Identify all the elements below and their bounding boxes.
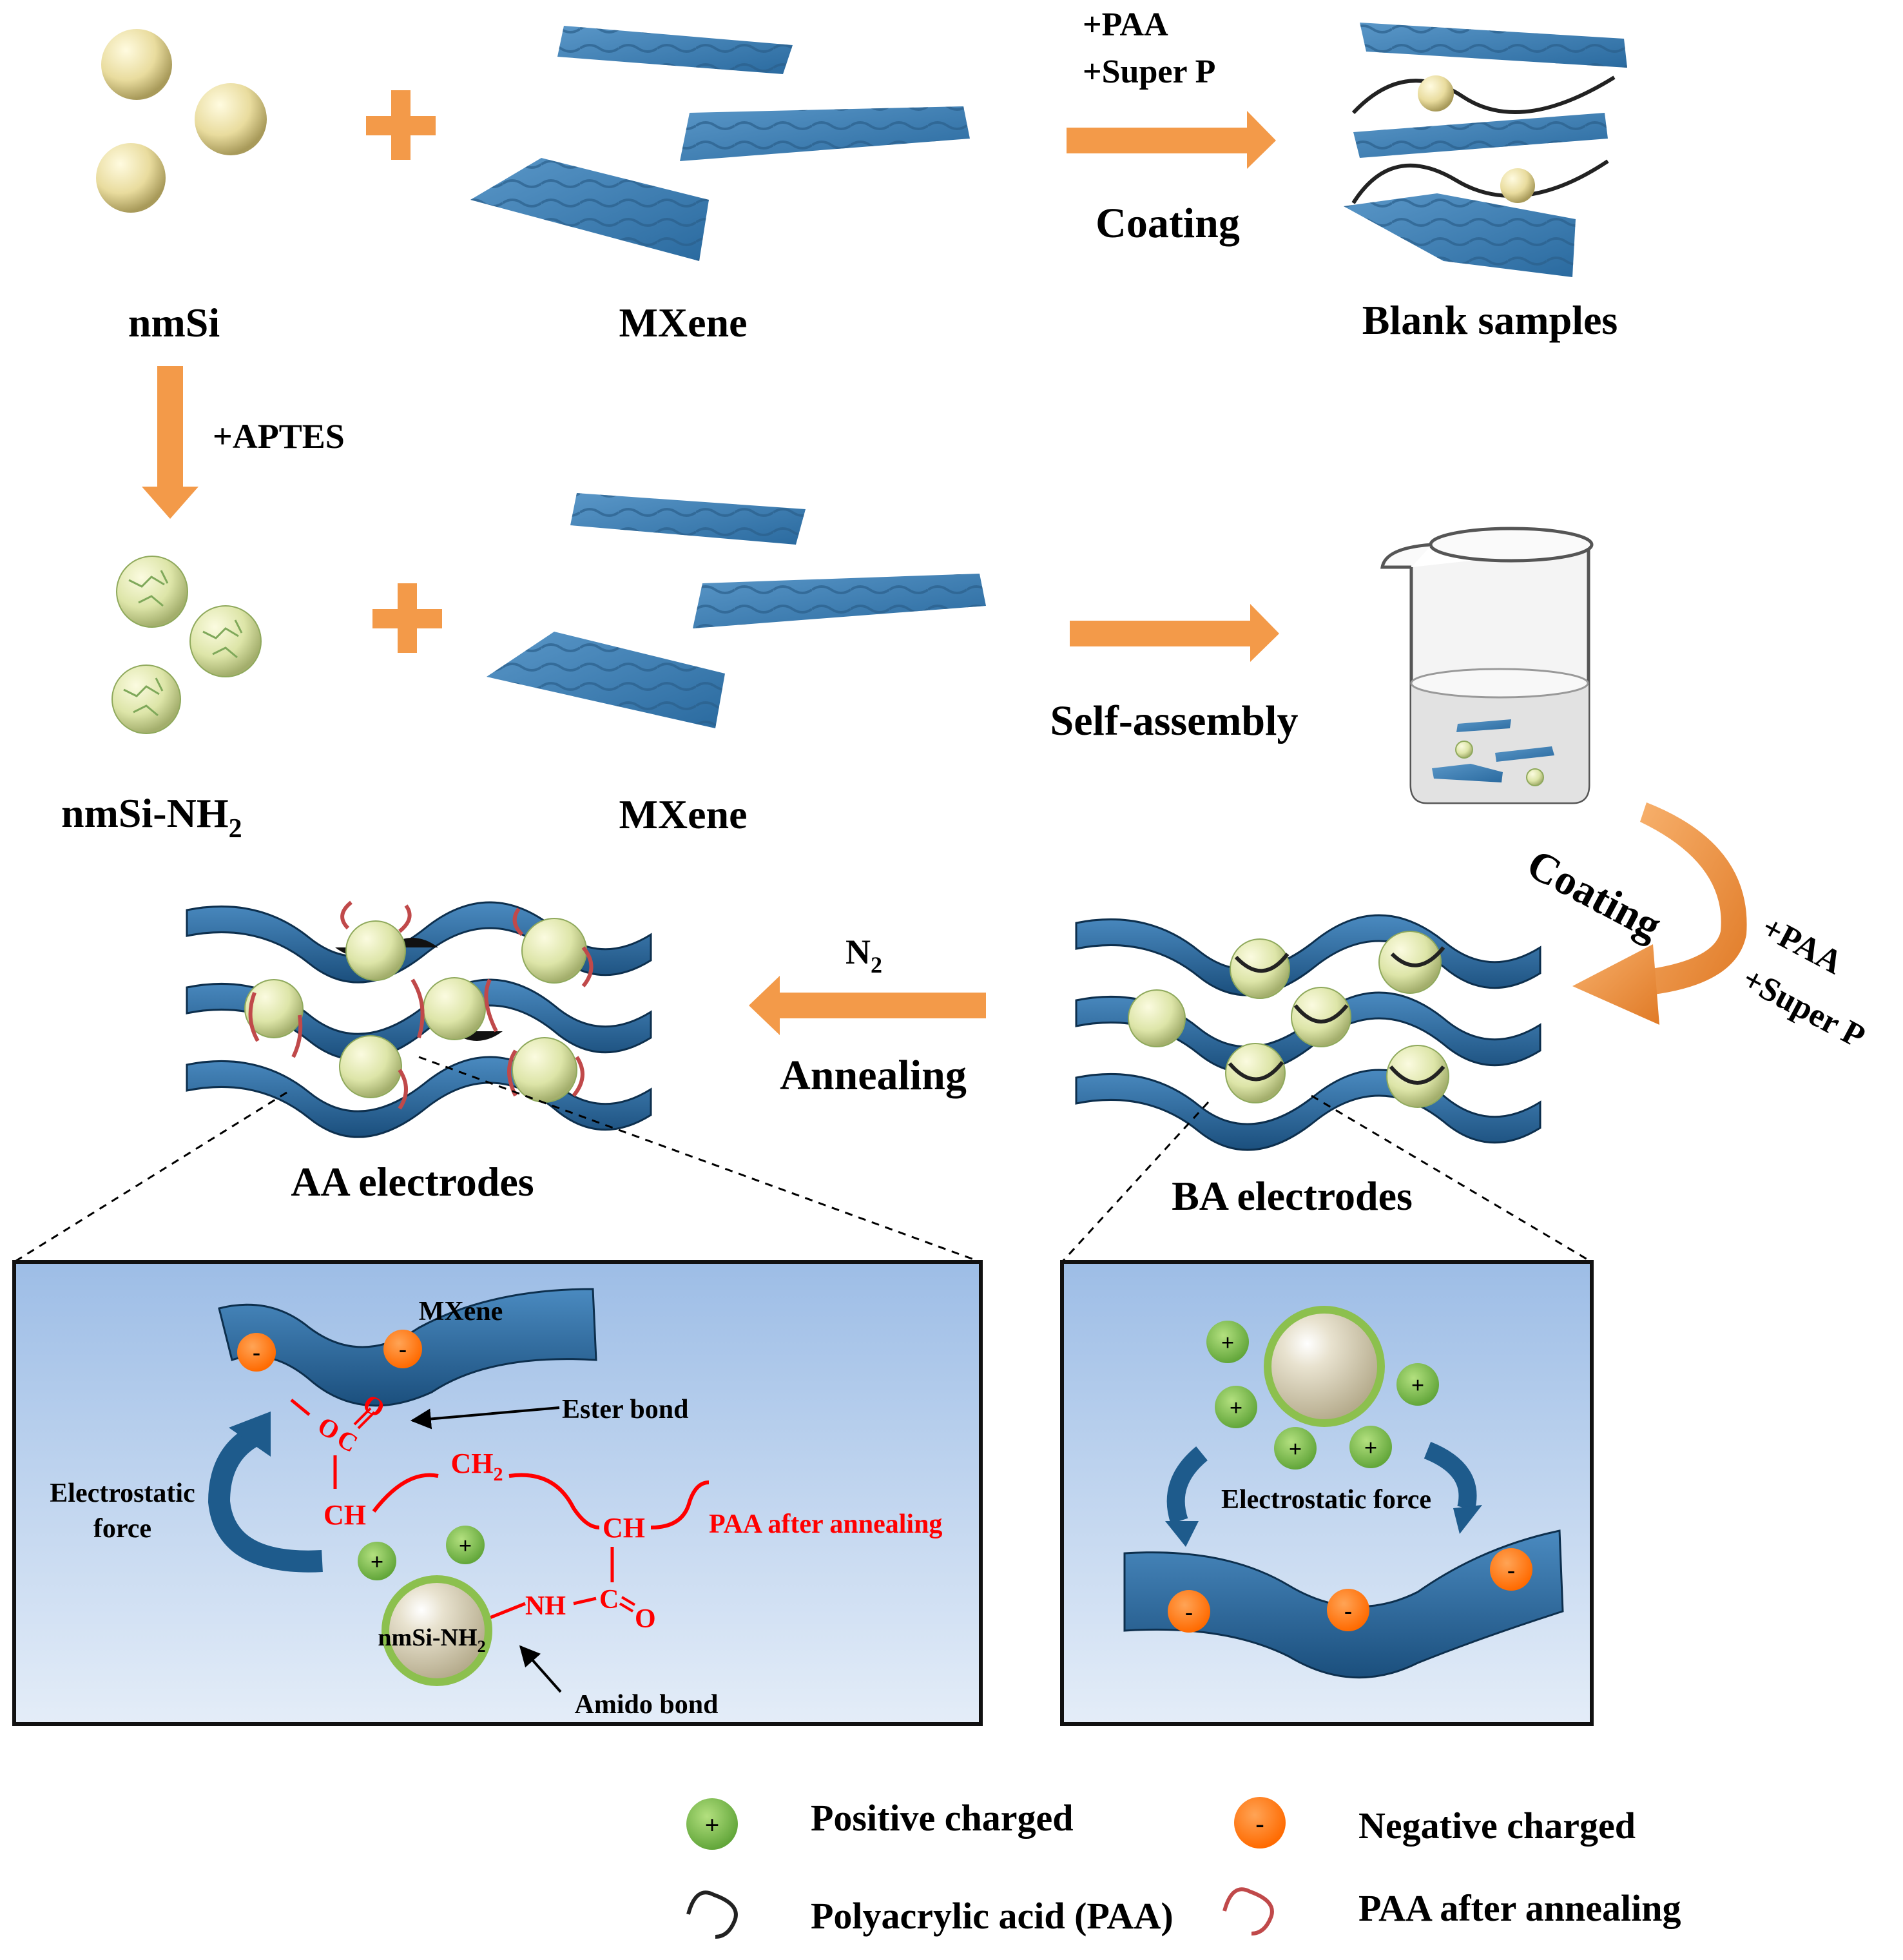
annealing-label: Annealing [780,1052,967,1099]
reagent-superp-curved: +Super P [1736,960,1871,1055]
legend-paa-label: Polyacrylic acid (PAA) [811,1895,1174,1937]
ba-electrodes-illustration [1075,914,1541,1151]
plus-sign-top [366,90,436,160]
legend-positive-swatch [686,1798,738,1850]
beaker-illustration [1380,527,1594,804]
ch-right: CH [603,1512,645,1544]
amide-nh: NH [525,1591,566,1621]
annealing-arrow [749,976,986,1035]
amide-c: C [599,1585,619,1615]
legend-paa-annealed-swatch [1222,1887,1274,1936]
aptes-label: +APTES [213,417,345,456]
legend-negative-label: Negative charged [1358,1805,1636,1847]
aa-electrodes-label: AA electrodes [291,1159,534,1205]
ester-bond-label: Ester bond [562,1395,688,1424]
aa-detail-panel: - - MXene O C O Ester bond Electrostatic… [12,1260,983,1726]
coating-arrow-top [1067,111,1276,169]
mxene-sheets-top [470,26,970,261]
ch-left: CH [324,1499,366,1531]
coating-label-curved: Coating [1520,840,1669,949]
electrostatic-label-1: Electrostatic [50,1479,195,1508]
legend-positive-label: Positive charged [811,1797,1074,1839]
plus-ba-5: + [1411,1372,1425,1398]
electrostatic-label-2: force [93,1514,151,1544]
ba-electrodes-label: BA electrodes [1172,1173,1413,1219]
mxene-label-middle: MXene [619,791,747,837]
mxene-sheets-middle [487,493,986,728]
aptes-arrow [142,366,198,519]
minus-aa-1: - [253,1339,260,1365]
legend-paa-annealed-label: PAA after annealing [1358,1887,1681,1929]
ba-detail-panel: + + + + + Electrostatic force - - - [1060,1260,1594,1726]
plus-sign-middle [372,583,442,653]
nmsi-particles [96,29,267,213]
particle-label-panel: nmSi-NH2 [378,1624,485,1656]
minus-ba-3: - [1507,1557,1515,1583]
plus-ba-3: + [1289,1436,1302,1462]
nmsi-nh2-particles [111,556,262,734]
plus-ba-4: + [1364,1435,1378,1460]
zoom-lines [14,1056,1592,1263]
minus-ba-2: - [1344,1598,1352,1624]
coating-label-top: Coating [1096,200,1240,247]
aa-electrodes-illustration [186,900,652,1138]
mxene-label-top: MXene [619,300,747,345]
plus-ba-2: + [1230,1395,1243,1421]
legend-paa-swatch [686,1890,738,1939]
self-assembly-label: Self-assembly [1050,697,1299,744]
nmsi-nh2-label: nmSi-NH2 [61,790,242,844]
minus-aa-2: - [399,1336,407,1362]
minus-ba-1: - [1185,1599,1193,1625]
reagent-paa-top: +PAA [1083,6,1168,43]
plus-aa-1: + [371,1549,384,1575]
self-assembly-arrow [1070,604,1279,662]
n2-label: N2 [845,933,882,978]
legend-negative-swatch [1234,1797,1286,1848]
blank-samples-illustration [1344,23,1627,277]
ch2-group: CH2 [451,1448,503,1485]
nmsi-label: nmSi [128,300,220,345]
legend: + Positive charged - Negative charged Po… [686,1797,1681,1939]
electrostatic-force-ba: Electrostatic force [1221,1485,1431,1515]
amide-o: O [635,1604,656,1634]
legend-positive-symbol: + [705,1810,720,1839]
mxene-label-panel: MXene [419,1297,503,1326]
blank-samples-label: Blank samples [1362,297,1618,343]
legend-negative-symbol: - [1255,1809,1264,1838]
curved-coating-arrow [1572,802,1747,1025]
plus-ba-1: + [1221,1330,1235,1355]
plus-aa-2: + [459,1533,472,1558]
reagent-superp-top: +Super P [1083,53,1215,90]
paa-after-annealing-panel: PAA after annealing [709,1509,942,1539]
amido-bond-label: Amido bond [575,1690,719,1720]
